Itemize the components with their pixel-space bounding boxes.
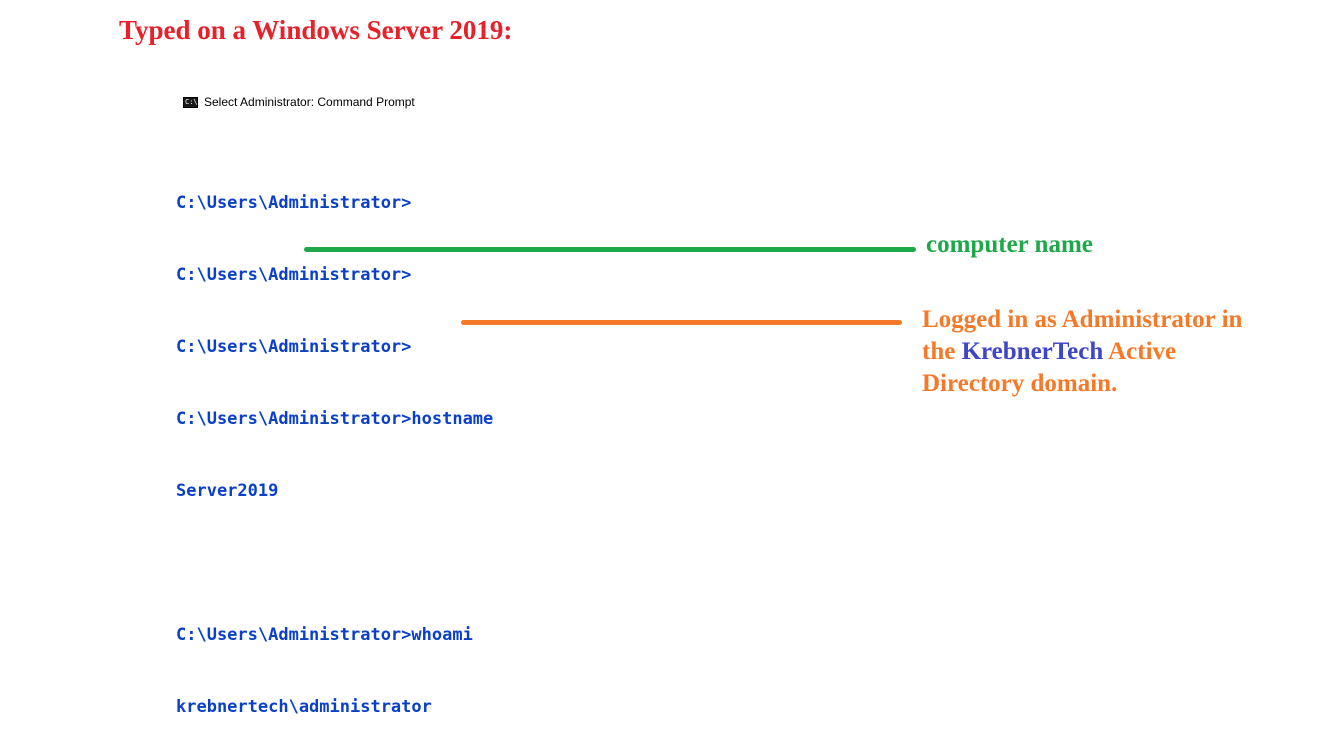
domain-name-highlight: KrebnerTech (961, 338, 1104, 365)
logged-in-annotation-prefix: the (922, 338, 962, 365)
console-line-blank (176, 551, 493, 575)
logged-in-pointer-line (461, 320, 902, 325)
logged-in-annotation-line-3: Directory domain. (922, 370, 1118, 397)
logged-in-annotation-line-2: the KrebnerTech Active (922, 336, 1242, 368)
logged-in-annotation-suffix: Active (1103, 338, 1177, 365)
console-line-whoami-output: krebnertech\administrator (176, 697, 432, 717)
console-line-2: C:\Users\Administrator> (176, 265, 412, 285)
console-line-1: C:\Users\Administrator> (176, 193, 412, 213)
computer-name-annotation: computer name (926, 231, 1093, 258)
console-line-whoami-command: C:\Users\Administrator>whoami (176, 625, 473, 645)
console-output: C:\Users\Administrator> C:\Users\Adminis… (176, 143, 493, 743)
logged-in-annotation-line-1: Logged in as Administrator in (922, 306, 1243, 333)
window-titlebar[interactable]: C:\ Select Administrator: Command Prompt (183, 93, 415, 111)
page-heading: Typed on a Windows Server 2019: (119, 15, 513, 45)
window-title: Select Administrator: Command Prompt (204, 95, 415, 109)
console-line-hostname-output: Server2019 (176, 481, 279, 501)
logged-in-annotation: Logged in as Administrator in the Krebne… (922, 304, 1242, 400)
computer-name-pointer-line (304, 247, 916, 252)
cmd-icon: C:\ (183, 96, 198, 108)
console-line-hostname-command: C:\Users\Administrator>hostname (176, 409, 494, 429)
console-line-3: C:\Users\Administrator> (176, 337, 412, 357)
